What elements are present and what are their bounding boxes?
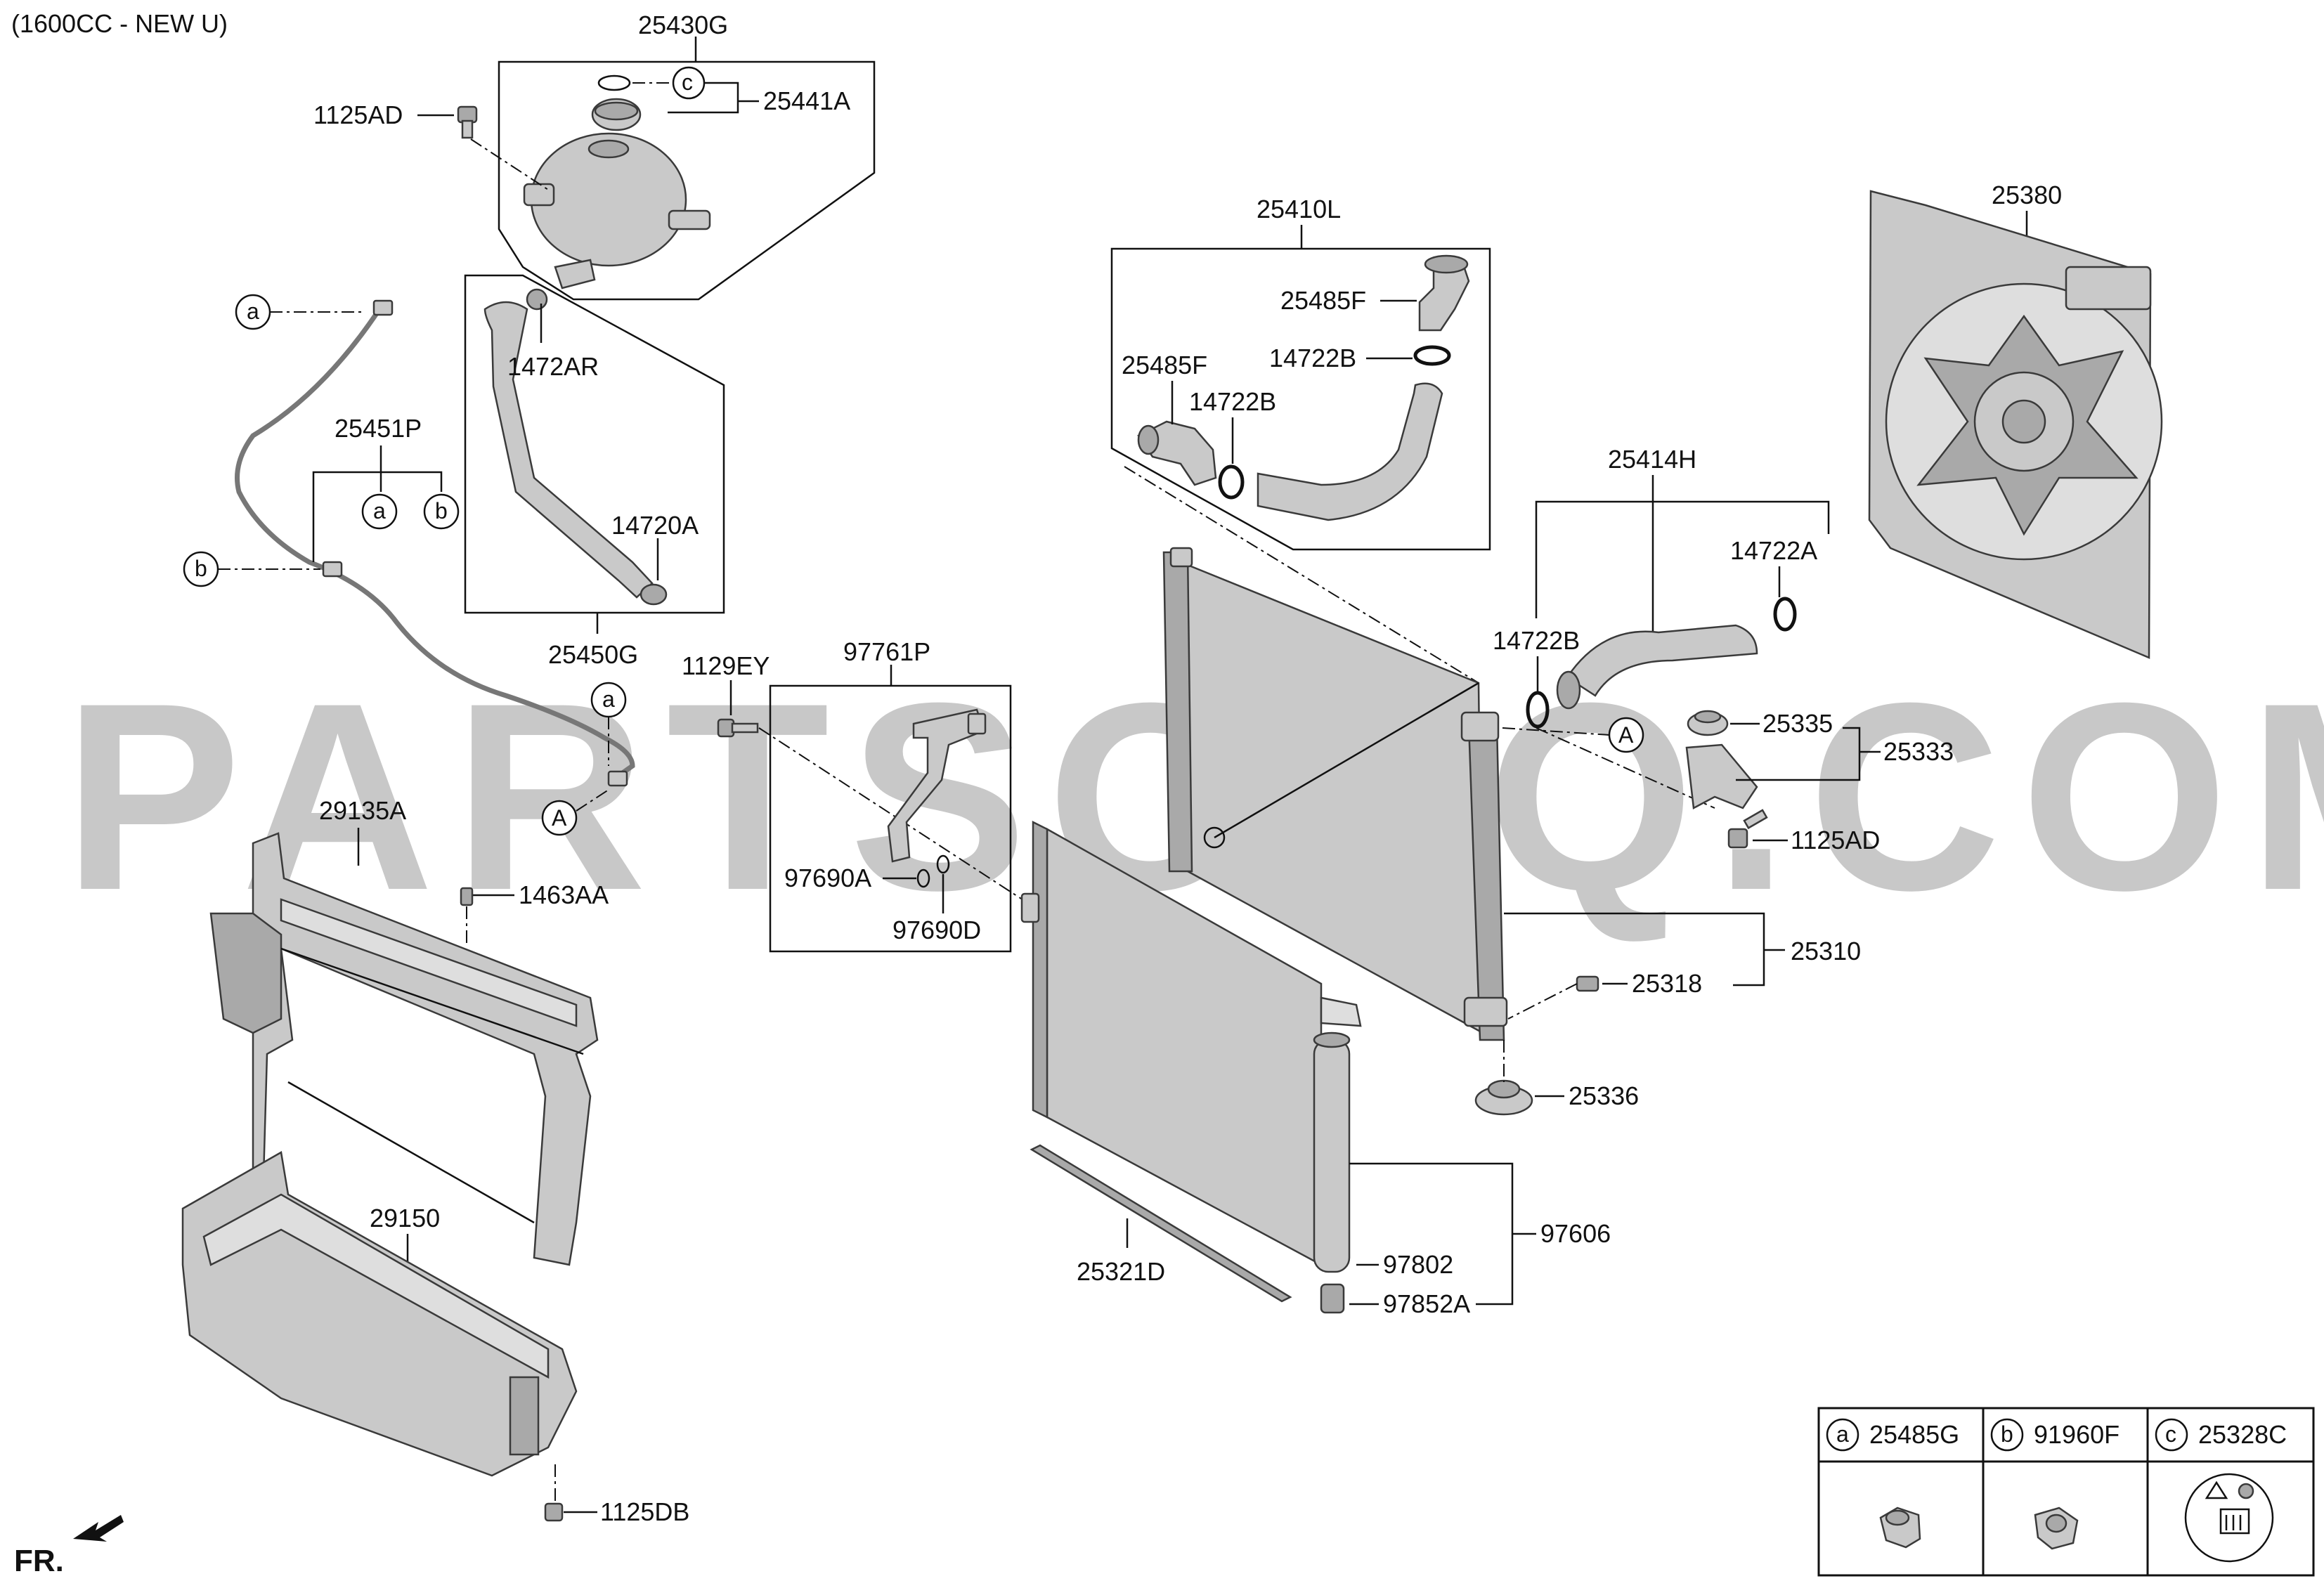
label-25451P: 25451P [335, 414, 422, 443]
label-14722B-top: 14722B [1269, 344, 1356, 372]
clip-1463AA [460, 887, 474, 906]
label-29150: 29150 [370, 1204, 440, 1232]
air-guard-29150: 29150 1125DB [181, 1151, 689, 1526]
reservoir-group: 25430G c 25441A 1125AD [313, 11, 876, 301]
drier-cap-97852A [1320, 1283, 1345, 1314]
label-25318: 25318 [1632, 969, 1702, 998]
bolt-1129EY [717, 718, 735, 738]
label-14722A: 14722A [1730, 536, 1817, 565]
warning-label-icon [2184, 1473, 2274, 1563]
label-29135A: 29135A [319, 796, 406, 825]
callout-A-left-text: A [552, 805, 567, 831]
callout-A-right-text: A [1618, 722, 1634, 748]
callout-a-low-text: a [602, 686, 615, 712]
bolt-1125AD-top [457, 105, 478, 124]
legend-c-key: c [2165, 1421, 2176, 1447]
lower-hose-group-25414H: 25414H 14722B 14722A [1493, 445, 1830, 809]
callout-b-left-text: b [195, 556, 207, 581]
hose-clip-icon [1879, 1506, 1921, 1549]
condenser-97606: 97606 97802 97852A 25321D [1020, 820, 1611, 1318]
air-guard-29135A: 29135A 1463AA [209, 796, 609, 1266]
label-97761P: 97761P [843, 637, 930, 666]
bracket-group-25333: 25335 25333 1125AD [1685, 709, 1954, 854]
callout-a-mid [361, 493, 398, 530]
label-25410L: 25410L [1257, 195, 1341, 223]
label-1125DB: 1125DB [600, 1497, 689, 1526]
callout-a-left-text: a [247, 299, 259, 324]
reservoir-hose [483, 301, 654, 599]
callout-A-left [541, 800, 578, 836]
front-arrow-icon [73, 1515, 124, 1542]
fan-shroud-25380: 25380 [1868, 181, 2163, 659]
diagram-title: (1600CC - NEW U) [11, 9, 228, 38]
label-25485F-top: 25485F [1280, 286, 1366, 315]
label-25450G: 25450G [548, 640, 638, 669]
radiator-lower-hose [1566, 624, 1758, 697]
legend-a-key: a [1836, 1421, 1849, 1447]
label-25380: 25380 [1992, 181, 2062, 209]
reservoir-hose-group: 1472AR 14720A 25450G [464, 274, 725, 669]
label-1129EY: 1129EY [682, 651, 770, 680]
label-97802: 97802 [1383, 1250, 1453, 1279]
radiator-upper-hose [1257, 382, 1443, 521]
bracket-25333 [1685, 743, 1758, 809]
callout-c-text: c [682, 70, 693, 95]
callout-b-mid [423, 493, 460, 530]
legend-b-marker [1990, 1418, 2024, 1452]
label-97852A: 97852A [1383, 1289, 1470, 1318]
label-1463AA: 1463AA [519, 880, 609, 909]
legend-c-part: 25328C [2198, 1420, 2287, 1449]
drain-plug-25318 [1576, 975, 1599, 992]
bolt-1125AD-right [1727, 828, 1748, 849]
label-14720A: 14720A [611, 511, 699, 540]
upper-hose-group-25410L: 25410L 25485F 14722B 25485F 14722B [1110, 195, 1491, 551]
legend-a-marker [1826, 1418, 1859, 1452]
label-1125AD-right: 1125AD [1791, 826, 1880, 854]
label-97690A: 97690A [784, 864, 871, 892]
label-1472AR: 1472AR [507, 352, 599, 381]
front-direction-indicator: FR. [14, 1515, 124, 1578]
label-25336: 25336 [1569, 1081, 1639, 1110]
label-25335: 25335 [1763, 709, 1833, 738]
bolt-1125DB [544, 1502, 564, 1522]
callout-a-mid-text: a [373, 498, 386, 523]
label-14722B-right: 14722B [1493, 626, 1580, 655]
legend-table: a 25485G b 91960F c 25328C [1817, 1407, 2315, 1577]
label-25485F-left: 25485F [1122, 351, 1207, 379]
label-25441A: 25441A [763, 86, 850, 115]
label-97606: 97606 [1540, 1219, 1611, 1248]
vent-line-group: a b 25451P a b a A [183, 294, 635, 836]
label-14722B-left: 14722B [1189, 387, 1276, 416]
legend-b-part: 91960F [2034, 1420, 2119, 1449]
legend-c-marker [2155, 1418, 2188, 1452]
label-25321D: 25321D [1077, 1257, 1165, 1286]
label-25414H: 25414H [1608, 445, 1696, 474]
label-25430G: 25430G [638, 11, 728, 39]
clamp-icon [2034, 1506, 2079, 1550]
callout-b-mid-text: b [435, 498, 448, 523]
label-1125AD-top: 1125AD [313, 100, 403, 129]
receiver-drier-97802 [1313, 1039, 1351, 1273]
radiator-25310: 25310 25318 25336 A [1124, 466, 1861, 1116]
legend-b-key: b [2001, 1421, 2013, 1447]
seal-25321D [1030, 1144, 1292, 1303]
label-25310: 25310 [1791, 937, 1861, 965]
ac-line-group: 1129EY 97761P 97690A 97690D [682, 637, 1034, 953]
legend-a-part: 25485G [1869, 1420, 1959, 1449]
label-25333: 25333 [1883, 737, 1954, 766]
label-97690D: 97690D [892, 916, 981, 944]
front-direction-label: FR. [14, 1544, 64, 1578]
